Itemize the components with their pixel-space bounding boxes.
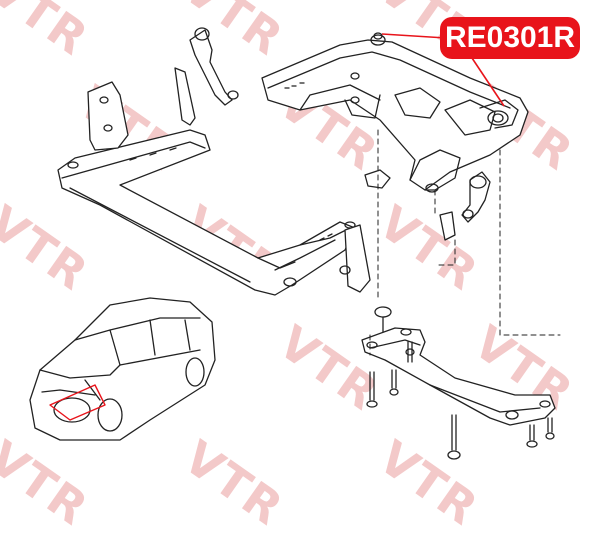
assembly-guide-lines [369,129,561,356]
lower-crossmember [361,327,556,426]
upper-link-arm [174,27,239,126]
bushing-component [461,171,491,223]
bumper-beam [57,129,356,296]
front-subframe [261,32,529,193]
car-illustration [29,297,216,441]
part-number-badge: RE0301R [440,17,580,59]
left-mounting-plate [87,81,129,151]
subframe-exploded-drawing [29,27,561,460]
callout-pointer-lines [381,33,505,107]
diagram-canvas: VTR VTR VTR VTR VTR VTR VTR VTR VTR VTR … [0,0,584,536]
